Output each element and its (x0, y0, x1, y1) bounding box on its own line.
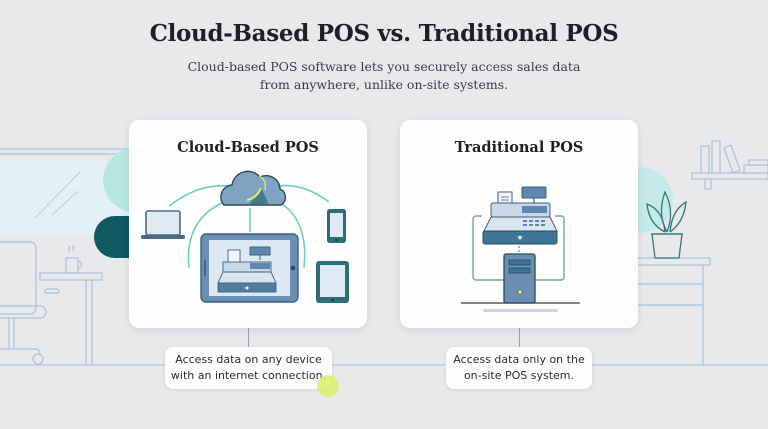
traditional-callout-line-2: on-site POS system. (463, 369, 575, 382)
cash-register-icon (482, 186, 558, 245)
subtitle-line-1: Cloud-based POS software lets you secure… (187, 59, 581, 74)
tablet-pos-register-icon (200, 233, 299, 303)
tablet-icon (316, 261, 349, 303)
wired-connection-lines (472, 215, 565, 281)
bookshelf-illustration (691, 140, 768, 190)
page-subtitle: Cloud-based POS software lets you secure… (184, 58, 584, 94)
desk-illustration (39, 244, 103, 365)
cloud-pos-callout: Access data on any device with an intern… (165, 347, 332, 389)
subtitle-line-2: from anywhere, unlike on-site systems. (259, 77, 509, 92)
floor-shadow (483, 309, 558, 312)
cursor-highlight (317, 375, 339, 397)
office-chair-illustration (0, 241, 60, 365)
cloud-icon (220, 170, 287, 206)
traditional-callout-connector (519, 328, 520, 347)
cloud-pos-card-title: Cloud-Based POS (177, 139, 319, 156)
cloud-pos-card: Cloud-Based POS (129, 120, 367, 328)
cloud-callout-line-1: Access data on any device (175, 353, 322, 366)
cloud-callout-line-2: with an internet connection. (170, 369, 327, 382)
laptop-icon (141, 210, 185, 239)
traditional-pos-card-title: Traditional POS (454, 139, 584, 156)
potted-plant-illustration (646, 190, 687, 259)
page-title: Cloud-Based POS vs. Traditional POS (149, 20, 619, 47)
cabinet-illustration (629, 257, 711, 365)
smartphone-icon (327, 209, 346, 243)
traditional-pos-card: Traditional POS (400, 120, 638, 328)
traditional-callout-line-1: Access data only on the (453, 353, 585, 366)
server-tower-icon (503, 253, 536, 304)
traditional-pos-callout: Access data only on the on-site POS syst… (446, 347, 592, 389)
connection-lines (168, 184, 330, 269)
cloud-callout-connector (248, 328, 249, 347)
